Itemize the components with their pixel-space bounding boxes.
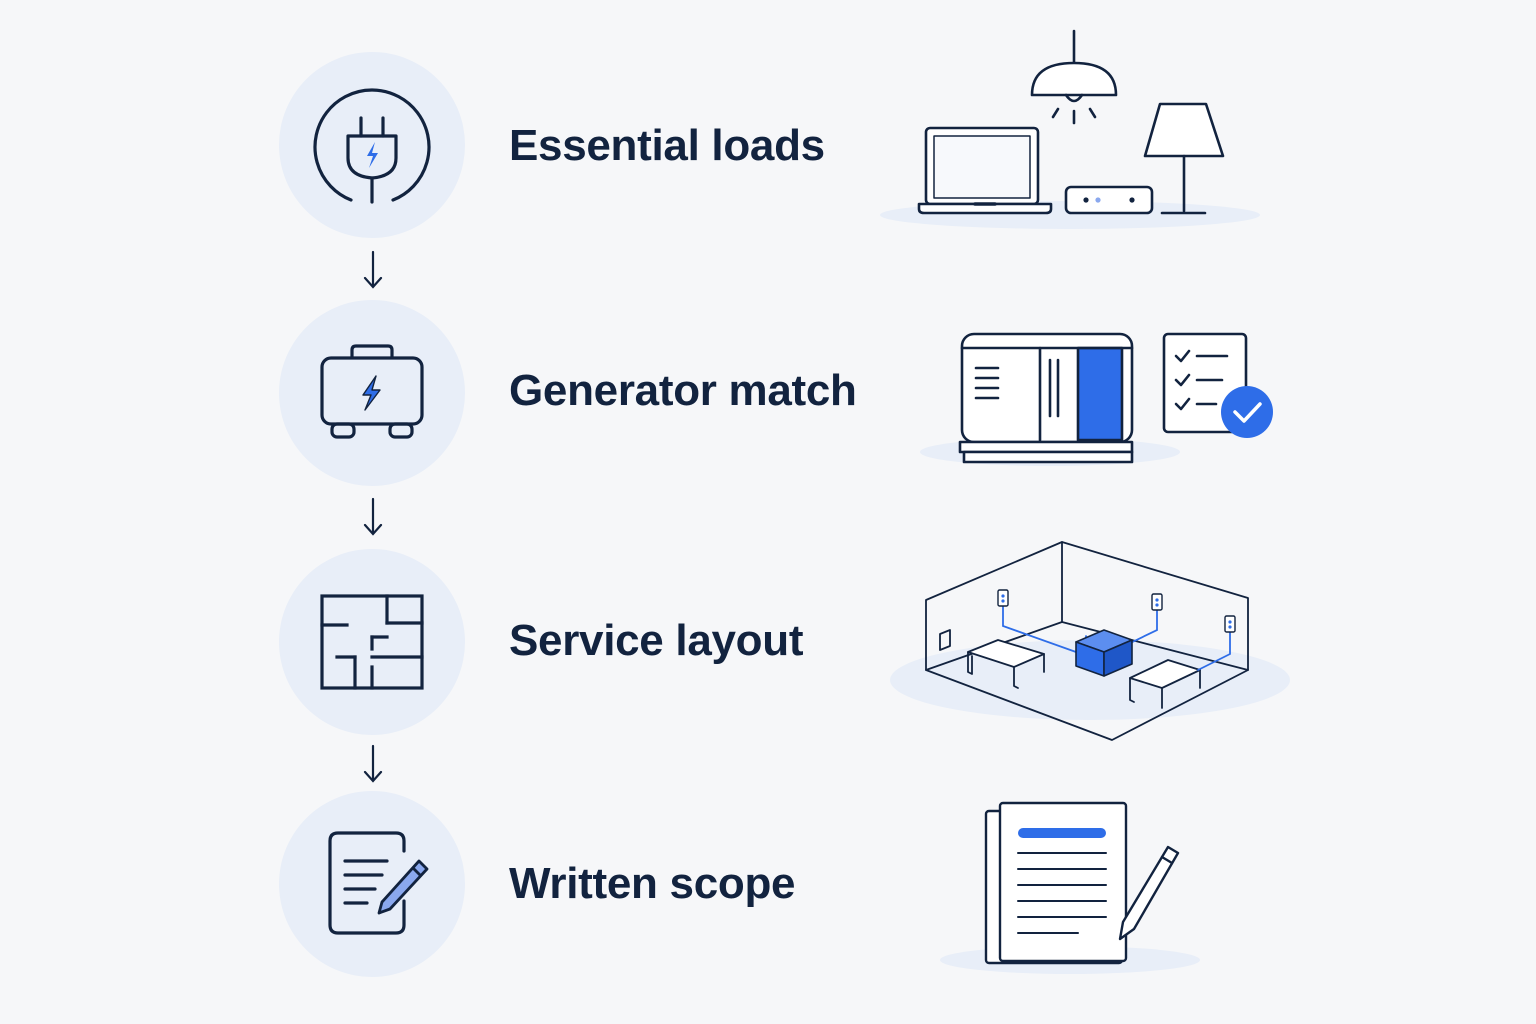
document-illustration	[940, 801, 1200, 974]
document-pen-icon	[328, 831, 429, 935]
home-devices-illustration	[880, 29, 1260, 229]
plug-icon	[313, 88, 431, 204]
step-4-label: Written scope	[509, 859, 796, 908]
down-arrow-icon	[362, 497, 384, 537]
step-1-circle	[279, 52, 465, 238]
floor-plan-icon	[320, 594, 424, 690]
step-4-circle	[279, 791, 465, 977]
room-layout-illustration	[890, 541, 1290, 741]
step-3-circle	[279, 549, 465, 735]
down-arrow-icon	[362, 250, 384, 290]
step-2-label: Generator match	[509, 366, 857, 415]
down-arrow-icon	[362, 744, 384, 784]
generator-icon	[320, 344, 424, 439]
step-3-label: Service layout	[509, 616, 804, 665]
generator-checklist-illustration	[920, 332, 1273, 466]
step-1-label: Essential loads	[509, 121, 825, 170]
step-2-circle	[279, 300, 465, 486]
